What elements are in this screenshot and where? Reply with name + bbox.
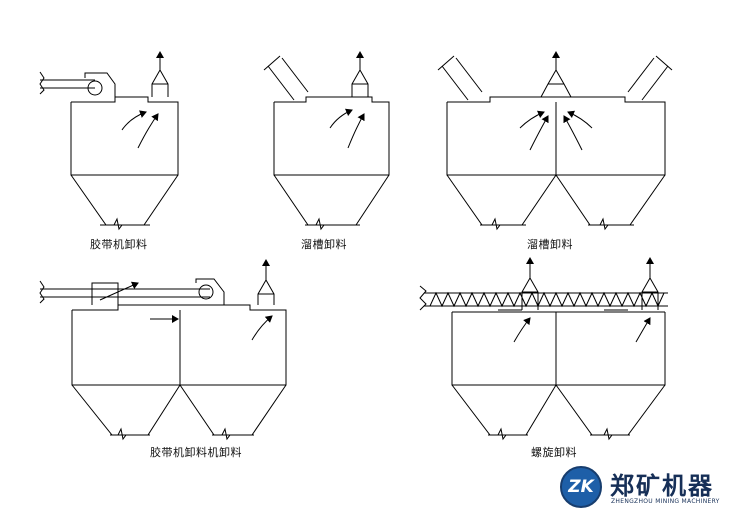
zk-logo-mark: ZK [560,466,602,508]
company-subtitle: ZHENGZHOU MINING MACHINERY [611,498,720,505]
logo-mark-text: ZK [568,477,594,497]
caption-chute-discharge-double: 溜槽卸料 [527,238,573,251]
caption-belt-discharge: 胶带机卸料 [90,238,148,251]
chute-discharge-double-bin [437,51,673,231]
belt-discharge-bin [39,51,179,231]
belt-tripper-discharge-bin [39,259,287,441]
caption-screw-discharge: 螺旋卸料 [531,446,577,459]
company-logo: ZK 郑矿机器 ZHENGZHOU MINING MACHINERY [560,464,728,514]
caption-chute-discharge-single: 溜槽卸料 [301,238,347,251]
chute-discharge-single-bin [263,51,390,231]
company-name: 郑矿机器 [610,472,714,500]
caption-belt-tripper-discharge: 胶带机卸料机卸料 [150,446,242,459]
screw-discharge-bin [419,257,668,441]
